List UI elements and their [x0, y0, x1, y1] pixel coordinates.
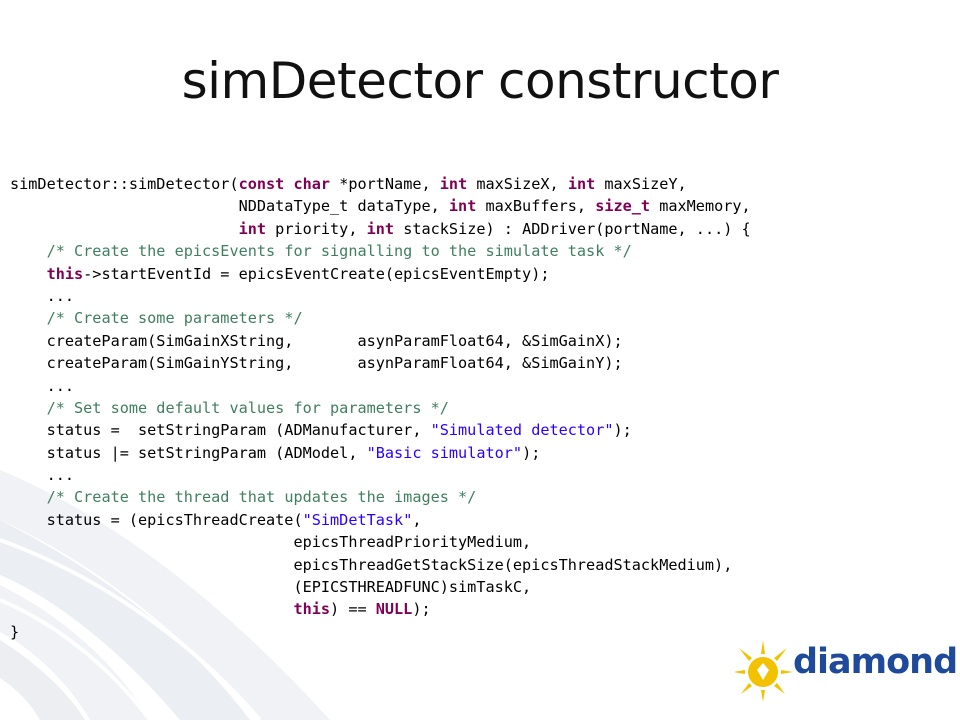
keyword-token: int — [448, 197, 477, 216]
code-line: simDetector::simDetector(const char *por… — [10, 173, 940, 195]
code-line: createParam(SimGainYString, asynParamFlo… — [10, 352, 940, 374]
keyword-token: char — [293, 175, 331, 193]
string-token: "SimDetTask" — [302, 510, 413, 529]
code-line: epicsThreadPriorityMedium, — [10, 531, 940, 553]
code-token: maxSizeY, — [595, 175, 687, 193]
code-line: ... — [10, 464, 940, 486]
code-line: } — [10, 621, 940, 643]
keyword-token: size_t — [595, 197, 651, 216]
code-line: (EPICSTHREADFUNC)simTaskC, — [10, 576, 940, 598]
code-line: /* Create the thread that updates the im… — [10, 486, 940, 508]
keyword-token: int — [439, 175, 468, 193]
code-token — [10, 600, 293, 618]
keyword-token: this — [293, 600, 331, 619]
code-line: /* Set some default values for parameter… — [10, 397, 940, 419]
code-token: ); — [613, 421, 632, 440]
code-line: ... — [10, 375, 940, 397]
code-token: status |= setStringParam (ADModel, — [10, 443, 367, 462]
code-token — [10, 399, 47, 417]
code-token: epicsThreadPriorityMedium, — [10, 533, 532, 552]
code-token — [10, 220, 239, 238]
code-token: priority, — [266, 219, 367, 238]
code-token: simDetector::simDetector( — [10, 175, 239, 193]
slide-title: simDetector constructor — [181, 52, 779, 110]
code-token — [10, 488, 47, 506]
comment-token: /* Create the thread that updates the im… — [46, 488, 477, 507]
comment-token: /* Create some parameters */ — [46, 309, 303, 328]
code-line: int priority, int stackSize) : ADDriver(… — [10, 218, 940, 240]
keyword-token: int — [366, 219, 395, 238]
code-token: status = setStringParam (ADManufacturer, — [10, 421, 431, 440]
code-token: createParam(SimGainXString, asynParamFlo… — [10, 331, 623, 350]
code-token: epicsThreadGetStackSize(epicsThreadStack… — [10, 555, 733, 574]
code-token — [10, 242, 47, 260]
keyword-token: this — [46, 264, 84, 283]
code-token: ... — [10, 286, 75, 305]
keyword-token: NULL — [375, 600, 413, 619]
code-line: status |= setStringParam (ADModel, "Basi… — [10, 442, 940, 464]
code-token: status = (epicsThreadCreate( — [10, 510, 303, 529]
comment-token: /* Set some default values for parameter… — [46, 398, 449, 417]
code-token — [10, 309, 47, 327]
string-token: "Basic simulator" — [366, 443, 523, 462]
code-line: createParam(SimGainXString, asynParamFlo… — [10, 330, 940, 352]
code-line: /* Create some parameters */ — [10, 307, 940, 329]
code-line: this) == NULL); — [10, 598, 940, 620]
code-token: stackSize) : ADDriver(portName, ...) { — [394, 219, 751, 238]
code-line: epicsThreadGetStackSize(epicsThreadStack… — [10, 554, 940, 576]
code-line: /* Create the epicsEvents for signalling… — [10, 240, 940, 262]
logo-text: diamond — [793, 642, 958, 682]
code-token: maxBuffers, — [476, 197, 596, 216]
code-token: ); — [412, 600, 431, 619]
code-token: ... — [10, 466, 75, 485]
keyword-token: int — [238, 219, 267, 238]
code-token: maxMemory, — [650, 197, 751, 216]
code-token: NDDataType_t dataType, — [10, 197, 449, 216]
code-token: maxSizeX, — [467, 175, 568, 193]
code-block: simDetector::simDetector(const char *por… — [10, 173, 940, 643]
code-token: ... — [10, 376, 75, 395]
keyword-token: int — [567, 175, 596, 193]
diamond-logo: diamond — [735, 636, 958, 702]
code-line: status = (epicsThreadCreate("SimDetTask"… — [10, 509, 940, 531]
code-token: ->startEventId = epicsEventCreate(epicsE… — [83, 264, 550, 283]
code-token: (EPICSTHREADFUNC)simTaskC, — [10, 578, 532, 597]
comment-token: /* Create the epicsEvents for signalling… — [46, 242, 632, 261]
string-token: "Simulated detector" — [430, 421, 614, 440]
code-token: ) == — [330, 600, 376, 619]
code-token: createParam(SimGainYString, asynParamFlo… — [10, 354, 623, 373]
code-token: , — [412, 510, 422, 529]
code-line: this->startEventId = epicsEventCreate(ep… — [10, 263, 940, 285]
code-token — [10, 265, 47, 283]
code-token: } — [10, 622, 20, 641]
code-line: NDDataType_t dataType, int maxBuffers, s… — [10, 195, 940, 217]
code-line: ... — [10, 285, 940, 307]
code-token: *portName, — [330, 175, 440, 193]
code-token: ); — [522, 443, 541, 462]
code-line: status = setStringParam (ADManufacturer,… — [10, 419, 940, 441]
diamond-starburst-icon — [735, 640, 793, 702]
keyword-token: const — [238, 175, 285, 193]
